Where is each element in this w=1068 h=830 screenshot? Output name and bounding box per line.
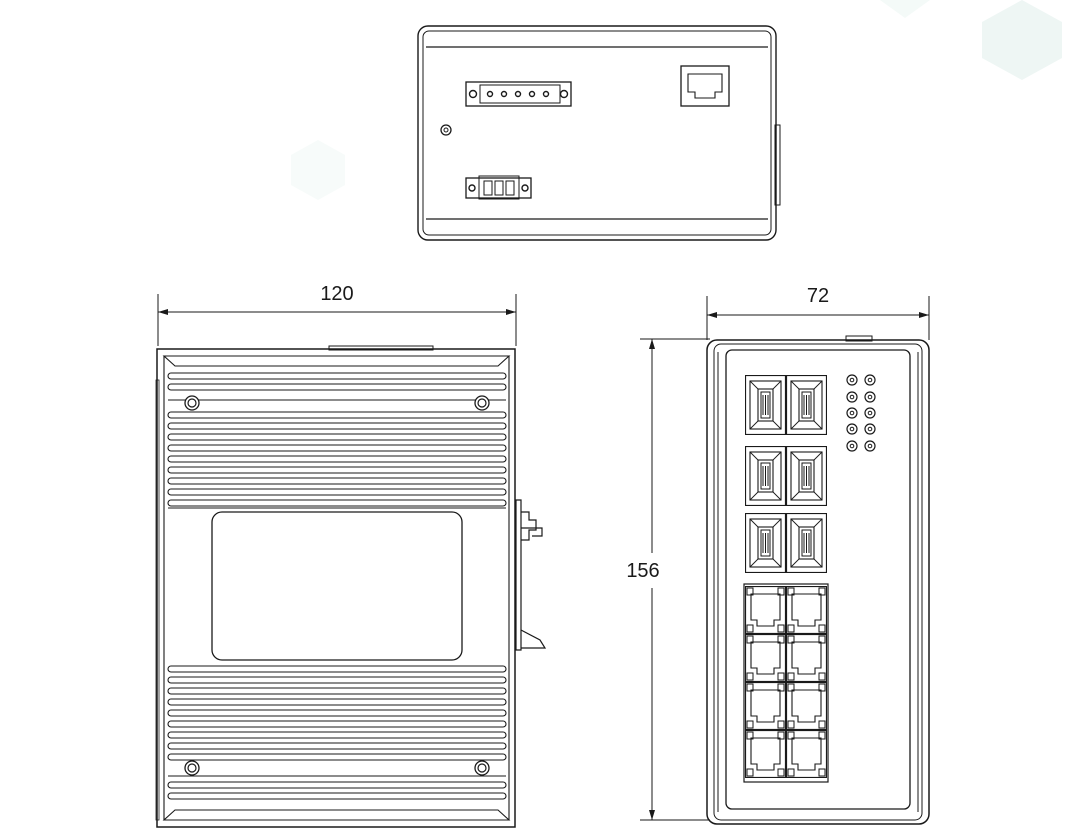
front-view-housing <box>706 339 930 825</box>
led-2 <box>864 374 876 386</box>
rj45-port-8 <box>786 730 827 778</box>
sfp-port-3 <box>745 446 786 506</box>
din-rail-clip <box>515 499 547 651</box>
top-view <box>417 25 781 241</box>
screw-top-left <box>184 395 200 411</box>
sfp-port-1 <box>745 375 786 435</box>
led-4 <box>864 391 876 403</box>
rj45-port-3 <box>745 634 786 682</box>
top-view-housing <box>417 25 777 241</box>
led-1 <box>846 374 858 386</box>
ground-screw <box>440 124 452 136</box>
rj45-port-6 <box>786 682 827 730</box>
rj45-port-7 <box>745 730 786 778</box>
led-5 <box>846 407 858 419</box>
power-connector <box>465 175 532 200</box>
led-3 <box>846 391 858 403</box>
led-indicators <box>846 374 876 452</box>
screw-bottom-right <box>474 760 490 776</box>
rj45-ports <box>743 583 829 783</box>
terminal-block <box>465 81 572 107</box>
dimension-height-label: 156 <box>626 560 659 582</box>
front-view: 72 156 <box>626 285 930 825</box>
watermark <box>291 0 1062 200</box>
sfp-ports <box>745 375 827 573</box>
rj45-port-5 <box>745 682 786 730</box>
sfp-port-4 <box>786 446 827 506</box>
rj45-port-1 <box>745 586 786 634</box>
heat-sink-fins-lower <box>167 665 507 800</box>
dimension-depth-label: 72 <box>807 285 829 307</box>
side-view: 120 <box>155 283 547 828</box>
side-view-housing <box>156 348 516 828</box>
screw-bottom-left <box>184 760 200 776</box>
led-7 <box>846 423 858 435</box>
front-panel <box>725 349 911 810</box>
rj45-port-2 <box>786 586 827 634</box>
dimension-width-label: 120 <box>320 283 353 305</box>
heat-sink-fins-upper <box>167 372 507 507</box>
screw-top-right <box>474 395 490 411</box>
led-6 <box>864 407 876 419</box>
label-window <box>211 511 463 661</box>
sfp-port-2 <box>786 375 827 435</box>
sfp-port-6 <box>786 513 827 573</box>
led-8 <box>864 423 876 435</box>
led-9 <box>846 440 858 452</box>
led-10 <box>864 440 876 452</box>
console-port <box>680 65 730 107</box>
rj45-port-4 <box>786 634 827 682</box>
sfp-port-5 <box>745 513 786 573</box>
